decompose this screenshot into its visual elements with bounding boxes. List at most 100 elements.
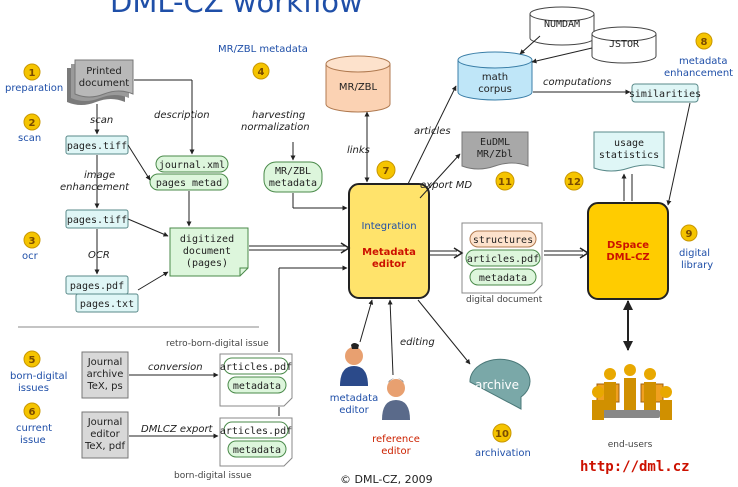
svg-text:6: 6 (29, 407, 36, 418)
dspace-library: DSpace DML-CZ (587, 202, 669, 300)
svg-text:3: 3 (29, 236, 36, 247)
edges (94, 35, 691, 439)
svg-text:articles.pdf: articles.pdf (467, 254, 539, 265)
svg-text:conversion: conversion (148, 362, 203, 373)
svg-text:MR/Zbl: MR/Zbl (477, 149, 513, 160)
step-8: 8 metadata enhancement (664, 32, 733, 79)
svg-text:Metadata: Metadata (362, 247, 416, 258)
pages-tiff-enhanced-node: pages.tiff (65, 209, 129, 229)
svg-text:10: 10 (495, 429, 509, 440)
svg-text:7: 7 (383, 166, 390, 177)
step-11: 11 (495, 171, 515, 191)
svg-text:4: 4 (258, 67, 265, 78)
svg-text:usage: usage (614, 138, 644, 149)
svg-text:pages.tiff: pages.tiff (67, 141, 127, 152)
journal-xml-node: journal.xml (155, 155, 229, 173)
svg-text:Integration: Integration (361, 221, 416, 232)
svg-text:pages.pdf: pages.pdf (70, 281, 124, 292)
step-label: scan (18, 133, 41, 144)
svg-text:journal.xml: journal.xml (159, 160, 225, 171)
step-2: 2 scan (18, 113, 41, 144)
svg-text:articles.pdf: articles.pdf (220, 426, 292, 437)
svg-text:harvesting: harvesting (252, 110, 305, 121)
mrzbl-metadata-node: MR/ZBL metadata (263, 161, 323, 193)
journal-editor-node: Journal editor TeX, pdf (81, 411, 129, 459)
step-4: MR/ZBL metadata 4 (218, 44, 308, 80)
svg-text:end-users: end-users (608, 440, 653, 450)
svg-text:pages.tiff: pages.tiff (67, 215, 127, 226)
svg-text:metadata: metadata (479, 273, 527, 284)
svg-text:metadata: metadata (679, 56, 727, 67)
svg-text:metadata: metadata (269, 178, 317, 189)
svg-text:born-digital issue: born-digital issue (174, 471, 252, 481)
mrzbl-database: MR/ZBL (325, 55, 391, 113)
svg-text:editor: editor (90, 429, 120, 440)
svg-text:similarities: similarities (629, 89, 701, 100)
similarities-node: similarities (629, 83, 701, 103)
svg-text:pages metad: pages metad (156, 178, 222, 189)
jstor-database: JSTOR (591, 26, 657, 64)
svg-text:metadata: metadata (233, 445, 281, 456)
svg-text:12: 12 (567, 177, 581, 188)
pages-txt-node: pages.txt (75, 293, 139, 313)
math-corpus-database: math corpus (457, 51, 533, 101)
svg-text:2: 2 (29, 118, 36, 129)
svg-text:digitized: digitized (180, 234, 234, 245)
svg-text:reference: reference (372, 434, 420, 445)
svg-text:library: library (681, 260, 713, 271)
svg-text:NUMDAM: NUMDAM (544, 19, 580, 30)
step-label: MR/ZBL metadata (218, 44, 308, 55)
printed-document: Printed document (67, 59, 134, 105)
svg-text:normalization: normalization (241, 122, 310, 133)
dml-url-link[interactable]: http://dml.cz (580, 459, 690, 475)
svg-text:TeX, ps: TeX, ps (86, 381, 122, 392)
metadata-editor-person-icon: metadata editor (330, 343, 378, 416)
svg-text:issue: issue (20, 435, 46, 446)
svg-text:9: 9 (686, 229, 693, 240)
step-1: 1 preparation (5, 63, 63, 94)
svg-text:statistics: statistics (599, 150, 659, 161)
svg-text:8: 8 (701, 37, 708, 48)
diagram-title: DML-CZ workflow (110, 0, 363, 19)
svg-text:DMLCZ export: DMLCZ export (141, 424, 214, 435)
copyright: © DML-CZ, 2009 (340, 473, 433, 486)
step-5: 5 born-digital issues (10, 350, 67, 394)
journal-archive-node: Journal archive TeX, ps (81, 351, 129, 399)
svg-text:Journal: Journal (87, 417, 123, 428)
step-10: 10 archivation (475, 423, 531, 459)
svg-text:current: current (16, 423, 52, 434)
svg-text:digital: digital (679, 248, 710, 259)
archive-node: archive (469, 358, 531, 410)
usage-statistics-node: usage statistics (593, 131, 665, 172)
svg-text:Journal: Journal (87, 357, 123, 368)
svg-text:math: math (482, 72, 508, 83)
svg-text:scan: scan (90, 115, 113, 126)
svg-text:editor: editor (339, 405, 369, 416)
svg-text:Printed: Printed (86, 66, 122, 77)
svg-text:issues: issues (18, 383, 49, 394)
numdam-database: NUMDAM (529, 6, 595, 46)
svg-text:structures: structures (473, 235, 533, 246)
svg-text:DML-CZ: DML-CZ (606, 252, 649, 263)
svg-text:DSpace: DSpace (607, 240, 649, 251)
step-label: preparation (5, 83, 63, 94)
svg-text:metadata: metadata (233, 381, 281, 392)
svg-text:metadata: metadata (330, 393, 378, 404)
step-6: 6 current issue (16, 402, 52, 446)
svg-text:retro-born-digital issue: retro-born-digital issue (166, 339, 269, 349)
svg-text:MR/ZBL: MR/ZBL (339, 82, 378, 93)
svg-text:JSTOR: JSTOR (609, 39, 640, 50)
svg-text:document: document (79, 78, 130, 89)
svg-text:computations: computations (543, 77, 611, 88)
svg-text:document: document (183, 246, 231, 257)
eudml-export-node: EuDML MR/Zbl (461, 131, 529, 170)
svg-text:enhancement: enhancement (664, 68, 733, 79)
svg-text:archive: archive (475, 378, 519, 392)
svg-text:5: 5 (29, 355, 36, 366)
pages-metad-node: pages metad (149, 173, 229, 191)
svg-text:image: image (84, 170, 115, 181)
reference-editor-person-icon: reference editor (372, 378, 420, 457)
svg-text:1: 1 (29, 68, 36, 79)
svg-text:links: links (347, 145, 370, 156)
